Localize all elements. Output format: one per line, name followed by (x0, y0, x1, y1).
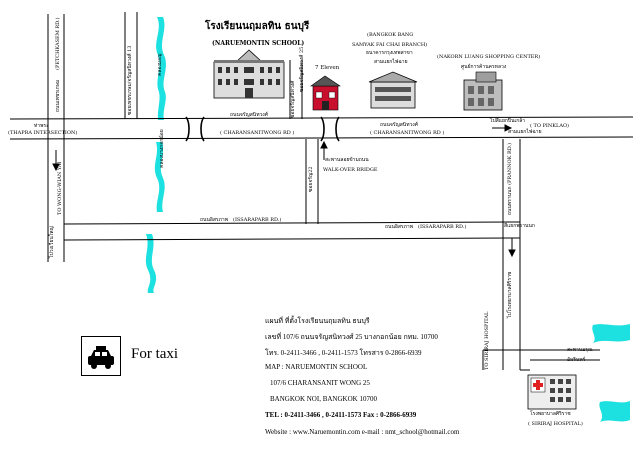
issaraparb-road (63, 221, 521, 241)
charan-label-en-2: ( CHARANSANITWONG RD ) (370, 130, 445, 136)
to-siriraj-label: TO SIRIRAJ HOSPITAL (484, 311, 490, 370)
petchkasem-road (47, 14, 65, 262)
school-name-th: โรงเรียนนฤมลทิน ธนบุรี (205, 21, 310, 32)
to-pinklao-en: ( TO PINKLAO) (530, 123, 569, 129)
hospital-label-en: ( SIRIRAJ HOSPITAL) (528, 421, 583, 427)
info-line-4: MAP : NARUEMONTIN SCHOOL (265, 363, 368, 371)
wong-wian-th: ไปวงเวียนใหญ่ (49, 226, 55, 258)
soi-13-road (124, 12, 138, 119)
info-line-8: Website : www.Naruemontin.com e-mail : n… (265, 428, 460, 436)
siriraj-th-label: ไปโรงพยาบาลศิริราช (507, 271, 513, 318)
charan-22-label: ซอยจรัญ22 (308, 166, 314, 192)
arrow-to-siriraj (508, 238, 516, 258)
school-name-en: (NARUEMONTIN SCHOOL) (212, 40, 305, 47)
sam-yaek-fai-chai: สามแยกไฟฉาย (508, 129, 542, 135)
charan-13-label: ซอยเพชรเกษม/จรัญสนิทวงศ์ 13 (127, 45, 133, 115)
charan-label-en-1: ( CHARANSANITWONG RD ) (220, 130, 295, 136)
info-line-6: BANGKOK NOI, BANGKOK 10700 (270, 395, 377, 403)
river-segment-top (156, 17, 166, 120)
bank-label-en-2: SAMYAK FAI CHAI BRANCH) (352, 42, 428, 48)
bridge-label-th-2: อัมรินทร์ (567, 357, 586, 363)
info-line-7: TEL : 0-2411-3466 , 0-2411-1573 Fax : 0-… (265, 411, 417, 419)
soi-22-road (305, 139, 319, 224)
charan-label-th-1: ถนนจรัญสนิทวงศ์ (230, 112, 268, 118)
school-building-icon (213, 49, 285, 99)
seven-eleven-label: 7 Eleven (315, 65, 340, 71)
river-segment-right-top (592, 324, 630, 343)
soi-25-road (289, 60, 303, 119)
prannok-road (502, 139, 521, 370)
to-pinklao-th: ไปสี่แยกปิ่นเกล้า (490, 118, 526, 124)
river-segment-middle (154, 142, 165, 212)
arrow-to-pinklao (492, 124, 513, 132)
charan-label-th-2: ถนนจรัญสนิทวงศ์ (380, 122, 418, 128)
bank-label-th: ธนาคารกรุงเทพสาขา (366, 50, 413, 56)
canal-2-label: คลองมอญ (157, 53, 163, 76)
issaraparb-en-2: (ISSARAPARB RD.) (418, 224, 467, 230)
prannok-label: ถนนพรานนก (PRANNOK RD.) (507, 142, 513, 215)
bank-building-icon (368, 71, 418, 109)
info-line-5: 107/6 CHARANSANIT WONG 25 (270, 379, 370, 387)
phetkasem-label: ถนนเพชรเกษม (55, 79, 61, 112)
bank-label-en-1: (BANGKOK BANG (367, 32, 414, 38)
bridge-label-th: สะพานอรุณ (567, 347, 593, 353)
wong-wian-en: TO WONG-WIAN YAI (57, 161, 63, 215)
soi-charan-label: ซอยจรัญสนิทวงศ์ (290, 80, 296, 118)
river-segment-right-bottom (599, 401, 630, 422)
river-segment-bottom (145, 234, 157, 293)
taxi-box (81, 336, 121, 376)
issaraparb-th-1: ถนนอิสรภาพ (200, 217, 229, 223)
walkover-bridge-symbol (320, 116, 340, 142)
hospital-label-th: โรงพยาบาลศิริราช (530, 411, 571, 417)
shop-icon (310, 75, 341, 111)
issaraparb-th-2: ถนนอิสรภาพ (385, 224, 414, 230)
siriraj-road (482, 349, 600, 371)
soi-25-label: ซอยจรัญสนิทวงศ์ 25 (299, 46, 305, 92)
info-line-1: แผนที่ ที่ตั้งโรงเรียนนฤมลทิน ธนบุรี (265, 317, 370, 325)
info-line-2: เลขที่ 107/6 ถนนจรัญสนิทวงศ์ 25 บางกอกน้… (265, 333, 438, 341)
walkover-label-en: WALK-OVER BRIDGE (323, 167, 378, 173)
mall-label-th: ศูนย์การค้านครหลวง (461, 64, 507, 70)
taxi-label: For taxi (131, 346, 179, 362)
walkover-label-th: สะพานลอยข้ามถนน (325, 157, 369, 163)
info-line-3: โทร. 0-2411-3466 , 0-2411-1573 โทรสาร 0-… (265, 349, 422, 357)
bank-label-th-2: สามแยกไฟฉาย (374, 59, 408, 65)
tha-phra-intersection: (THAPRA INTERSECTION) (8, 130, 78, 136)
bridge-left (185, 116, 205, 142)
arrow-walkover (320, 140, 328, 160)
arrow-to-wongwian (52, 150, 60, 172)
phetkasem-label-en: (PETCHKASEM RD.) (55, 17, 61, 70)
sam-yaek-prannok: สี่แยกพรานนก (504, 223, 535, 229)
issaraparb-en-1: (ISSARAPARB RD.) (233, 217, 282, 223)
tha-phra-top: ท่าพระ (34, 123, 49, 129)
taxi-icon (88, 346, 114, 369)
hospital-building-icon (527, 374, 577, 410)
canal-1-label: คลองบางกอกน้อย (159, 129, 165, 168)
mall-label-en: (NAKORN LUANG SHOPPING CENTER) (437, 54, 541, 60)
mall-building-icon (463, 71, 503, 111)
